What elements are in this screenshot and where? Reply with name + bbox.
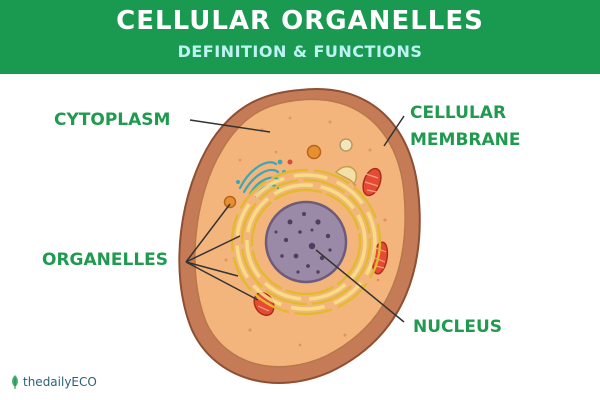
label-nucleus: NUCLEUS — [413, 317, 503, 337]
cell-illustration — [178, 87, 421, 384]
er-lumen — [235, 173, 377, 311]
pointer-organelles-1 — [185, 203, 231, 263]
pointer-cytoplasm — [189, 119, 271, 133]
pointer-organelles-2 — [185, 235, 241, 263]
vesicle — [223, 195, 237, 209]
brand-logo: thedailyECO — [10, 372, 97, 392]
page-subtitle: DEFINITION & FUNCTIONS — [177, 42, 423, 61]
centrosome — [334, 166, 357, 186]
vesicle — [306, 144, 322, 160]
pointer-membrane — [383, 115, 405, 147]
page-title: CELLULAR ORGANELLES — [116, 6, 484, 36]
label-pointers — [185, 115, 405, 323]
pointer-organelles-4 — [185, 261, 259, 301]
pointer-organelles-3 — [185, 261, 239, 277]
label-cytoplasm: CYTOPLASM — [54, 110, 171, 130]
vesicle — [339, 138, 353, 152]
label-cellular-membrane: CELLULAR MEMBRANE — [410, 100, 521, 154]
label-organelles: ORGANELLES — [42, 250, 169, 270]
pointer-nucleus — [315, 249, 405, 323]
nucleus — [264, 200, 348, 284]
endoplasmic-reticulum — [230, 168, 382, 316]
chromatin — [274, 212, 332, 274]
cytoplasm-granules — [224, 116, 387, 347]
leaf-icon — [12, 375, 18, 389]
label-membrane-line2: MEMBRANE — [410, 130, 521, 150]
brand-name: thedailyECO — [23, 375, 97, 389]
title-banner: CELLULAR ORGANELLES DEFINITION & FUNCTIO… — [0, 0, 600, 74]
cell-diagram: CYTOPLASM CELLULAR MEMBRANE ORGANELLES N… — [0, 74, 600, 400]
vesicle — [287, 159, 293, 165]
label-membrane-line1: CELLULAR — [410, 103, 507, 123]
